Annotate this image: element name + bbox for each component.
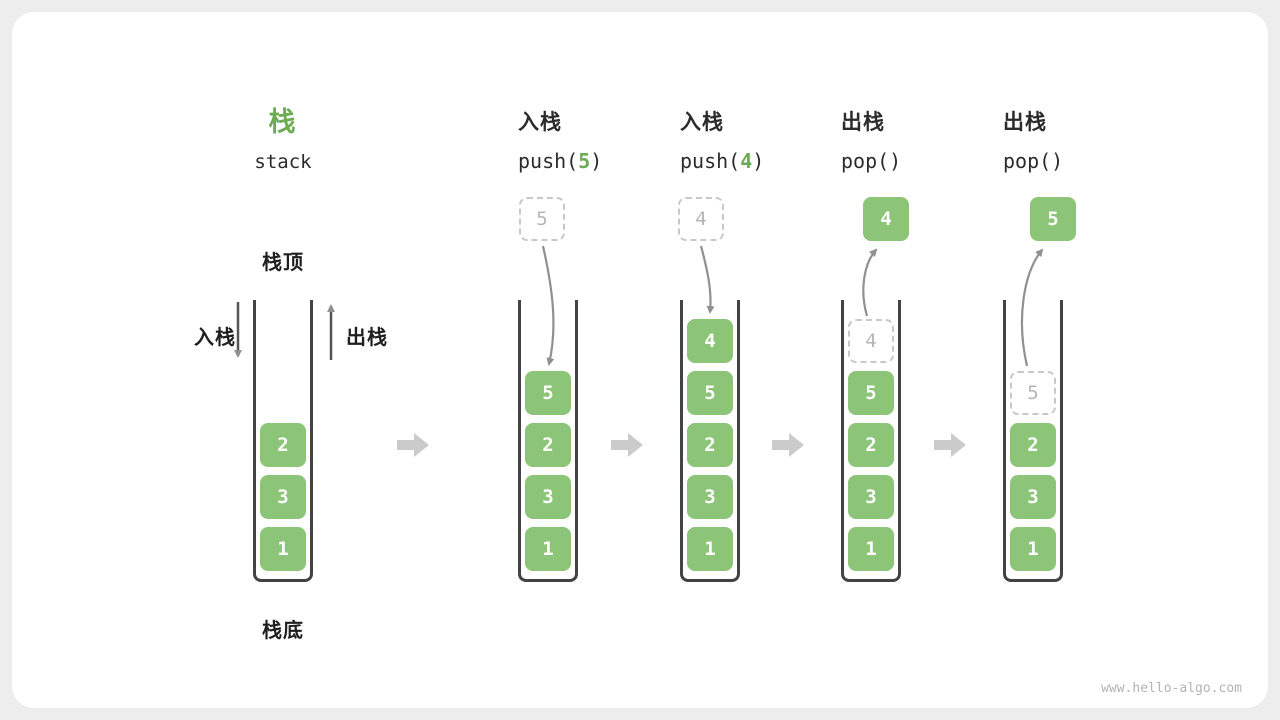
stack-container-after-push-4: 4 5 2 3 1	[680, 300, 740, 582]
pop-direction-label: 出栈	[346, 327, 388, 349]
stack-item: 2	[687, 423, 733, 467]
stack-item: 2	[525, 423, 571, 467]
incoming-value-box-4: 4	[678, 197, 724, 241]
step-arrow	[934, 431, 968, 459]
stack-item: 1	[1010, 527, 1056, 571]
stack-top-label: 栈顶	[262, 252, 304, 274]
push-direction-label: 入栈	[194, 327, 236, 349]
stack-item: 1	[687, 527, 733, 571]
stack-item-removed: 4	[848, 319, 894, 363]
op-code-pre: pop(	[841, 149, 890, 173]
op-code-pre: push(	[518, 149, 579, 173]
col-header-pop-5: 出栈 pop()	[1003, 106, 1063, 173]
stack-item: 2	[1010, 423, 1056, 467]
col-header-push-4: 入栈 push(4)	[680, 106, 764, 173]
title-zh-stack: 栈	[268, 107, 298, 137]
col-header-pop-4: 出栈 pop()	[841, 106, 901, 173]
stack-item-removed: 5	[1010, 371, 1056, 415]
stack-bottom-label: 栈底	[262, 620, 304, 642]
op-code-post: )	[1051, 149, 1064, 173]
op-code-arg: 4	[740, 149, 753, 173]
figure-card	[12, 12, 1268, 708]
stack-container-after-push-5: 5 2 3 1	[518, 300, 578, 582]
stack-item: 3	[260, 475, 306, 519]
op-label-zh: 入栈	[680, 111, 724, 134]
stack-item: 5	[525, 371, 571, 415]
op-code: push(5)	[518, 149, 602, 173]
op-label-zh: 出栈	[841, 111, 885, 134]
popped-value-box-4: 4	[863, 197, 909, 241]
stack-item: 5	[848, 371, 894, 415]
op-label-zh: 入栈	[518, 111, 562, 134]
stack-container-after-pop-5: 5 2 3 1	[1003, 300, 1063, 582]
stack-container-initial: 2 3 1	[253, 300, 313, 582]
op-code: pop()	[1003, 149, 1063, 173]
stack-item: 1	[260, 527, 306, 571]
op-code: pop()	[841, 149, 901, 173]
stack-item: 3	[525, 475, 571, 519]
stack-item: 2	[848, 423, 894, 467]
watermark: www.hello-algo.com	[1101, 681, 1242, 696]
title-en-stack: stack	[254, 151, 312, 173]
op-code-post: )	[889, 149, 902, 173]
stack-item: 3	[1010, 475, 1056, 519]
popped-value-box-5: 5	[1030, 197, 1076, 241]
op-code-pre: pop(	[1003, 149, 1052, 173]
op-code-post: )	[590, 149, 603, 173]
incoming-value-box-5: 5	[519, 197, 565, 241]
stack-item: 1	[525, 527, 571, 571]
stack-item: 1	[848, 527, 894, 571]
stack-item: 4	[687, 319, 733, 363]
stack-item: 3	[848, 475, 894, 519]
stack-item: 5	[687, 371, 733, 415]
op-code-arg: 5	[578, 149, 591, 173]
stack-item: 3	[687, 475, 733, 519]
op-label-zh: 出栈	[1003, 111, 1047, 134]
stack-item: 2	[260, 423, 306, 467]
figure-title: 栈 stack	[213, 100, 353, 173]
step-arrow	[397, 431, 431, 459]
op-code-pre: push(	[680, 149, 741, 173]
step-arrow	[772, 431, 806, 459]
op-code-post: )	[752, 149, 765, 173]
step-arrow	[611, 431, 645, 459]
stack-container-after-pop-4: 4 5 2 3 1	[841, 300, 901, 582]
op-code: push(4)	[680, 149, 764, 173]
col-header-push-5: 入栈 push(5)	[518, 106, 602, 173]
